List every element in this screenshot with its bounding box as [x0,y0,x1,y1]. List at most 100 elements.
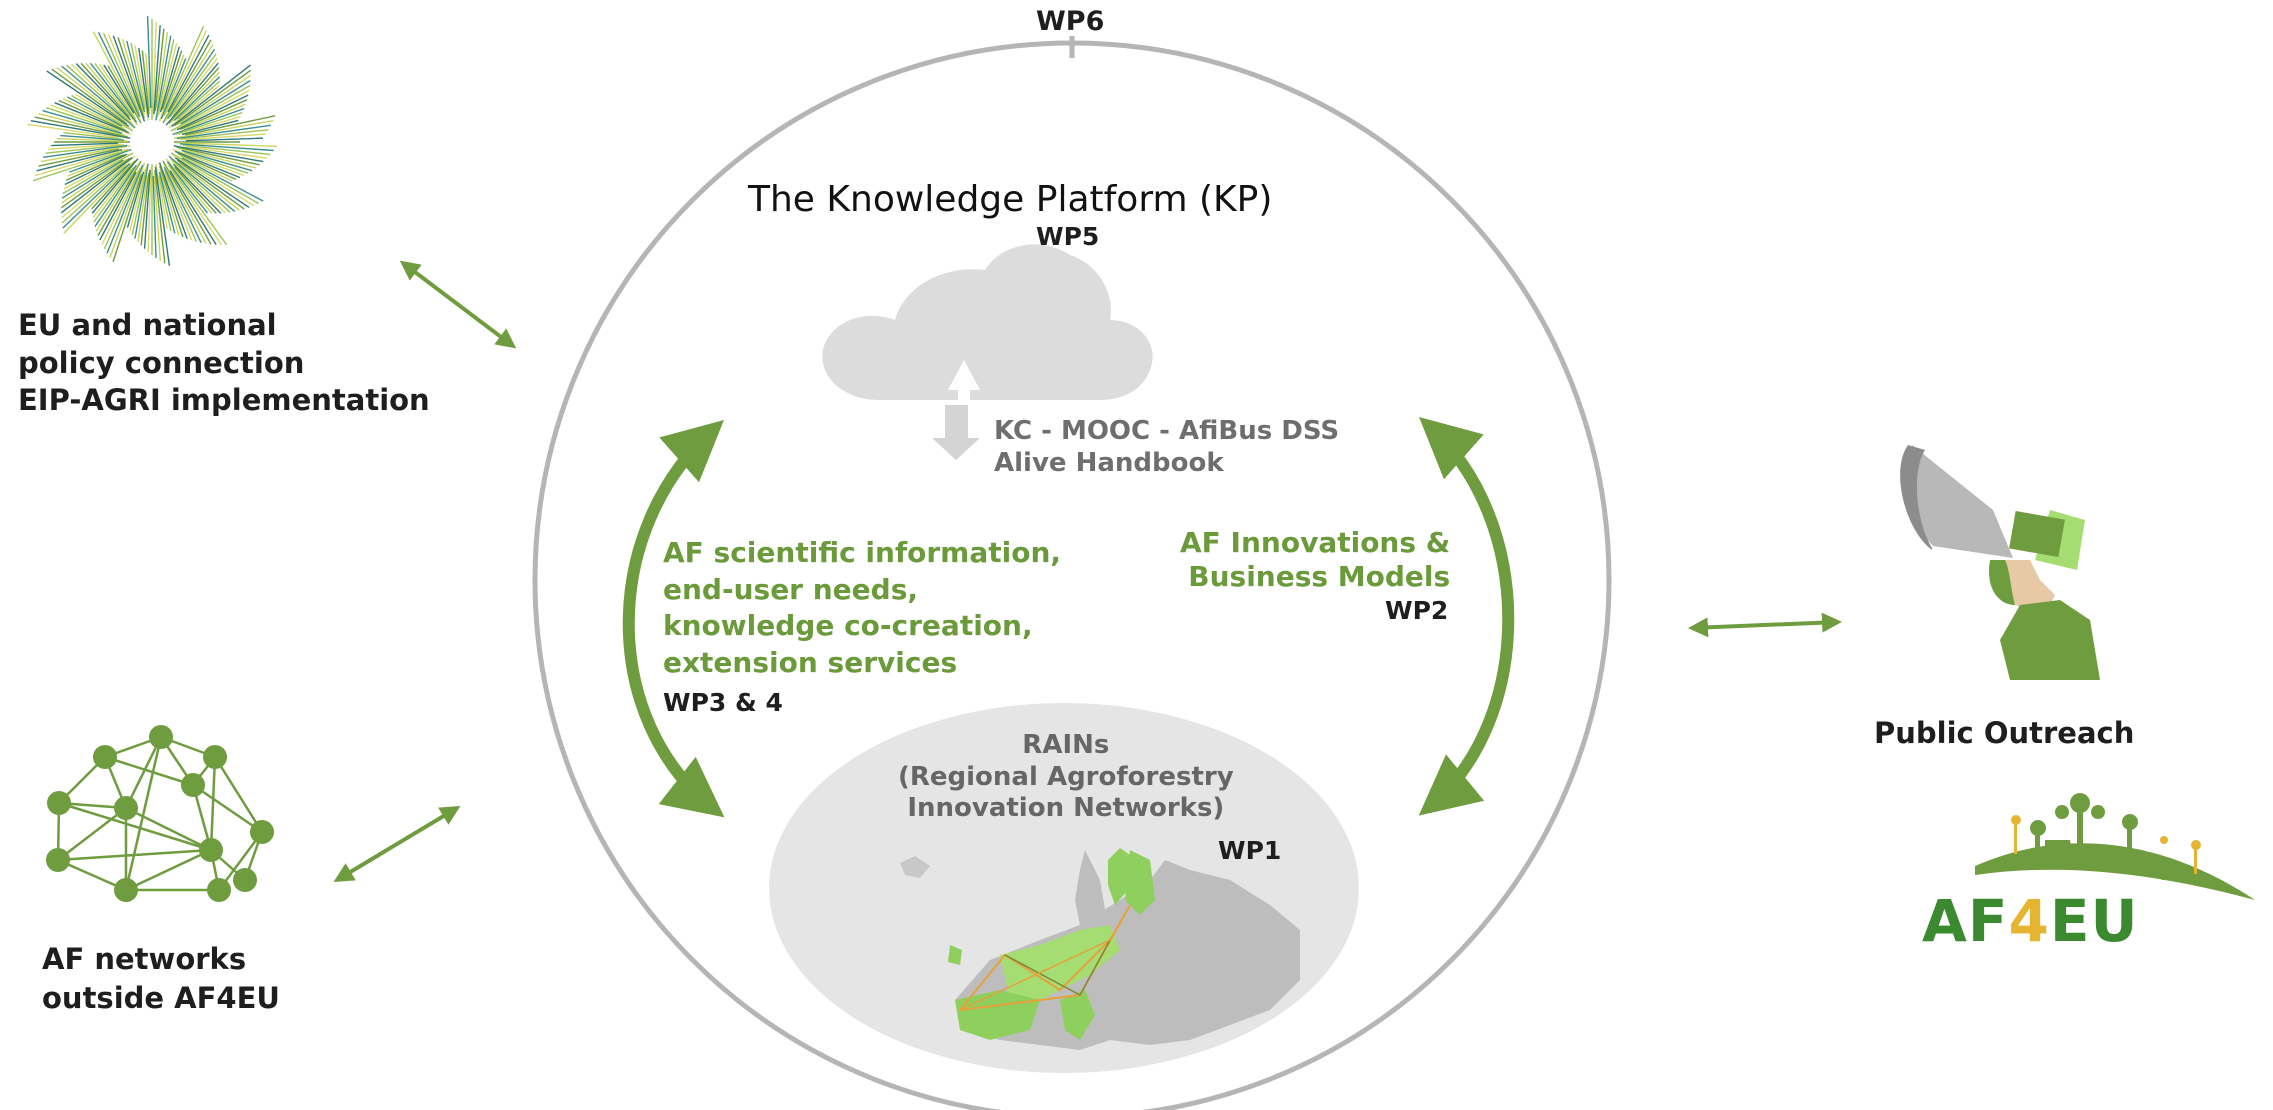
burst-ray [61,155,136,219]
burst-ray [89,62,138,123]
policy-line: EIP-AGRI implementation [18,383,430,418]
burst-ray [178,148,256,169]
network-edge [217,831,264,891]
burst-ray [61,164,128,224]
burst-ray [63,153,131,190]
burst-ray [180,99,248,131]
burst-ray [172,58,218,116]
platform-title: The Knowledge Platform (KP) [748,179,1273,220]
logo-letter: F [1967,887,2009,955]
burst-ray [63,161,134,234]
burst-ray [153,172,161,261]
cloud-sync-icon [822,244,1153,460]
network-edge [57,807,127,861]
network-edge [125,806,212,852]
burst-ray [61,159,124,199]
burst-ray [176,146,260,166]
networks-line: outside AF4EU [42,981,280,1016]
left-flow-line: end-user needs, [663,572,918,606]
burst-ray [176,159,245,210]
burst-ray [56,66,126,122]
burst-ray [65,153,124,181]
left-flow-arrow [622,420,725,818]
burst-ray [165,62,219,126]
rains-line: Innovation Networks) [907,793,1225,824]
network-edge [192,783,263,834]
network-node [93,745,117,769]
burst-ray [51,68,128,125]
burst-ray [34,116,128,138]
rains-wp-label: WP1 [1218,836,1282,865]
burst-ray [152,22,157,118]
burst-ray [145,53,151,112]
burst-ray [50,104,132,136]
burst-ray [171,64,251,128]
network-node [149,725,173,749]
burst-ray [60,134,125,141]
burst-ray [58,99,127,132]
network-edge [125,848,212,892]
burst-ray [45,144,125,154]
burst-ray [134,45,149,121]
burst-ray [143,169,151,249]
burst-ray [62,97,125,130]
burst-ray [182,133,266,141]
burst-ray [64,153,128,186]
burst-ray [158,171,176,234]
burst-ray [129,168,146,232]
network-node [207,878,231,902]
burst-ray [154,169,166,264]
network-edge [209,756,217,851]
burst-ray [85,62,139,126]
left-flow-wp-label: WP3 & 4 [663,688,783,717]
burst-ray [107,34,140,111]
burst-ray [174,166,217,214]
burst-ray [163,166,202,243]
burst-ray [121,38,145,116]
burst-ray [117,37,145,119]
burst-ray [170,84,251,132]
rains-line: (Regional Agroforestry [898,761,1234,792]
burst-ray [112,35,146,122]
networks-caption: AF networks outside AF4EU [42,940,280,1018]
logo-letter: 4 [2008,887,2050,955]
left-flow-line: knowledge co-creation, [663,609,1033,643]
burst-ray [163,170,197,242]
burst-ray [174,69,252,127]
burst-ray [177,74,252,126]
burst-ray [159,46,180,113]
burst-ray [184,151,249,174]
network-node [46,848,70,872]
burst-ray [164,30,207,115]
af4eu-logo-icon [1975,793,2255,900]
burst-ray [156,31,169,109]
burst-ray [60,156,133,214]
burst-ray [153,25,161,115]
burst-ray [182,144,271,156]
burst-ray [168,84,220,129]
burst-ray [155,163,168,229]
burst-ray [167,34,210,113]
network-edge [104,755,194,787]
burst-ray [176,94,249,131]
cloud-caption: KC - MOOC - AfiBus DSS Alive Handbook [994,416,1339,479]
burst-ray [32,149,129,182]
policy-line: policy connection [18,345,305,380]
burst-ray [170,71,220,123]
platform-wp-label: WP5 [1036,222,1100,251]
burst-ray [134,163,149,239]
burst-ray [140,172,150,246]
burst-ray [178,115,241,135]
network-node [199,838,223,862]
burst-ray [138,47,150,118]
burst-ray [106,164,144,254]
burst-ray [95,162,140,232]
burst-ray [137,175,148,243]
burst-ray [57,137,128,142]
burst-ray [94,63,137,120]
burst-ray [173,89,250,131]
burst-ray [177,152,237,181]
network-node [181,773,205,797]
burst-ray [176,80,221,120]
cloud-caption-line: Alive Handbook [994,447,1224,478]
